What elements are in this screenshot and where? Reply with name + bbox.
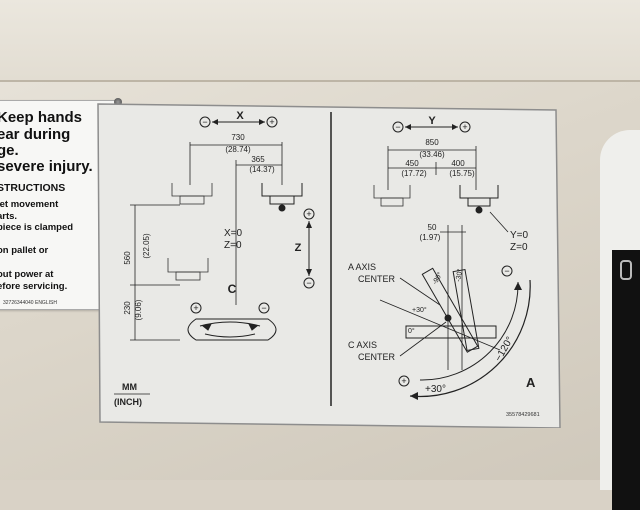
angle-zero: 0° [408, 327, 415, 335]
machine-latch [620, 260, 632, 280]
units-mm: MM [122, 382, 137, 392]
dim-50: 50 [428, 223, 437, 232]
dim-450: 450 [405, 159, 419, 168]
warning-text-8: piece is clamped [0, 222, 74, 233]
x-minus-symbol: − [202, 117, 207, 127]
y-minus-symbol: − [395, 122, 400, 132]
c-axis-label: C [228, 282, 237, 296]
y-axis-indicator: − + Y [392, 115, 471, 133]
rotary-table [187, 318, 277, 341]
dim-365: 365 [251, 155, 265, 164]
c-axis-center-line1: C AXIS [348, 340, 377, 350]
z-axis-indicator: + − Z [295, 208, 315, 289]
yz-zero-z: Z=0 [510, 242, 528, 253]
warning-text-1: Keep hands [0, 109, 83, 126]
x-plus-symbol: + [269, 117, 274, 127]
dim-730: 730 [231, 133, 245, 142]
warning-text-3: ge. [0, 142, 19, 159]
warning-text-9: on pallet or [0, 245, 49, 256]
c-axis-center-line2: CENTER [358, 352, 396, 362]
machine-dark-panel [612, 250, 640, 510]
a-axis-center-line2: CENTER [358, 274, 396, 284]
x-axis-indicator: − + X [199, 110, 278, 128]
axis-diagram-label: − + X 730 (28.74) 365 (14.37) 560 (22.05… [97, 103, 561, 428]
z-axis-label: Z [295, 242, 302, 254]
spindle-yz-zero [459, 185, 499, 214]
yz-zero-y: Y=0 [510, 230, 529, 241]
a-plus-symbol: + [401, 376, 406, 386]
spindle-left-top [171, 183, 213, 205]
z-minus-symbol: − [306, 278, 311, 288]
z-plus-symbol: + [306, 209, 311, 219]
y-plus-symbol: + [462, 122, 467, 132]
x-axis-label: X [236, 110, 244, 122]
dim-560: 560 [123, 251, 132, 265]
a-axis-rotary-table [379, 267, 501, 353]
dim-400: 400 [451, 159, 465, 168]
warning-text-2: ear during [0, 126, 71, 143]
angle-p30: +30° [425, 384, 446, 395]
angle-p30-inner: +30° [412, 306, 427, 314]
warning-text-6: let movement [0, 199, 59, 210]
label-part-number: 35578429681 [506, 412, 540, 418]
c-minus-symbol: − [261, 303, 266, 313]
xz-zero-x: X=0 [224, 228, 243, 239]
dim-560-inch: (22.05) [142, 233, 151, 259]
dim-400-inch: (15.75) [449, 169, 475, 178]
angle-m30: -30° [454, 268, 464, 282]
spindle-right-left [373, 185, 411, 207]
spindle-left-bottom [167, 258, 209, 281]
a-axis-label: A [526, 375, 536, 390]
dim-365-inch: (14.37) [249, 165, 275, 174]
machine-top-panel [0, 0, 640, 82]
warning-part-number: 32726344040 ENGLISH [3, 300, 57, 306]
label-plate [97, 103, 561, 428]
dim-450-inch: (17.72) [401, 169, 427, 178]
machine-side-panel [600, 130, 640, 510]
dim-850: 850 [425, 138, 439, 147]
y-axis-label: Y [428, 115, 436, 127]
dim-850-inch: (33.46) [419, 150, 445, 159]
mounting-screw [114, 98, 122, 106]
units-inch: (INCH) [114, 397, 142, 407]
warning-text-11: efore servicing. [0, 281, 68, 292]
dim-50-inch: (1.97) [420, 233, 441, 242]
c-plus-symbol: + [193, 303, 198, 313]
instructions-heading: STRUCTIONS [0, 182, 66, 194]
spindle-xz-zero [261, 183, 303, 212]
a-axis-center-line1: A AXIS [348, 262, 376, 272]
dim-230: 230 [123, 301, 132, 315]
warning-text-10: out power at [0, 269, 54, 280]
dim-730-inch: (28.74) [225, 145, 251, 154]
warning-text-7: arts. [0, 211, 18, 222]
a-minus-symbol: − [504, 266, 509, 276]
dim-230-inch: (9.06) [134, 299, 143, 320]
xz-zero-z: Z=0 [224, 240, 242, 251]
warning-text-4: severe injury. [0, 158, 93, 175]
